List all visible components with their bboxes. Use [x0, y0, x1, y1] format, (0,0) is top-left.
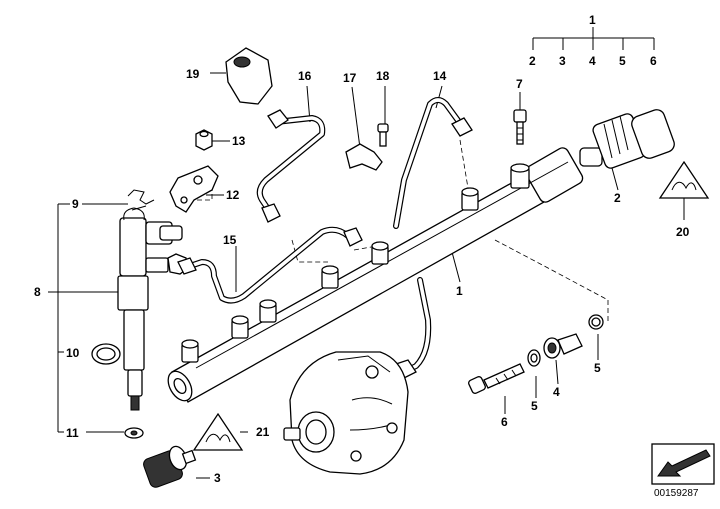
callout-16: 16: [298, 69, 312, 83]
callout-bracket-top: [532, 27, 655, 50]
callout-3-sensor: 3: [214, 471, 221, 485]
banjo-adapter: [543, 333, 583, 359]
callout-21: 21: [256, 425, 270, 439]
injector-clip: [127, 189, 155, 211]
fuel-injector: [117, 207, 189, 411]
rubber-cap: [225, 47, 273, 105]
callout-5-washer-lower: 5: [531, 399, 538, 413]
callout-2-bracket: 2: [529, 54, 536, 68]
callout-8: 8: [34, 285, 41, 299]
callout-1: 1: [589, 13, 596, 27]
callout-10: 10: [66, 346, 80, 360]
callout-3-bracket: 3: [559, 54, 566, 68]
callout-4-adapter: 4: [553, 385, 560, 399]
callout-labels: 1 1 2 2 3 3 4 4 5 5 5 6 6 7 8 9 10 11 12…: [34, 13, 690, 485]
fuel-line-14: [393, 97, 473, 229]
temperature-sensor: [143, 445, 197, 488]
fuel-line-16: [256, 109, 326, 223]
warning-triangle-icon: [658, 160, 710, 199]
sealing-washer: [527, 349, 541, 367]
callout-19: 19: [186, 67, 200, 81]
injector-bracket: [169, 165, 219, 213]
callout-14: 14: [433, 69, 447, 83]
callout-17: 17: [343, 71, 357, 85]
rail-ports: [181, 163, 530, 363]
callout-5-bracket: 5: [619, 54, 626, 68]
leader-lines: [196, 72, 685, 479]
warning-triangle-icon: [192, 412, 244, 451]
banjo-screw: [468, 363, 525, 394]
pressure-regulator: [579, 109, 675, 169]
callout-9: 9: [72, 197, 79, 211]
bracket-screw: [377, 123, 389, 147]
hex-nut: [195, 129, 213, 151]
line-bracket: [345, 143, 383, 171]
callout-4-bracket: 4: [589, 54, 596, 68]
high-pressure-pump: [283, 351, 409, 475]
callout-6-screw: 6: [501, 415, 508, 429]
callout-6-bracket: 6: [650, 54, 657, 68]
callout-18: 18: [376, 69, 390, 83]
callout-20: 20: [676, 225, 690, 239]
injector-washer: [124, 427, 144, 439]
callout-7: 7: [516, 77, 523, 91]
callout-15: 15: [223, 233, 237, 247]
image-reference: 00159287: [654, 488, 699, 499]
navigation-box: [651, 443, 715, 485]
sealing-washer: [588, 314, 604, 330]
fuel-line-pump: [395, 277, 432, 379]
callout-11: 11: [66, 426, 79, 440]
fuel-line-15: [177, 226, 363, 304]
seal-ring: [91, 343, 121, 365]
fuel-rail: [167, 147, 584, 403]
callout-1-rail: 1: [456, 284, 463, 298]
callout-2-regulator: 2: [614, 191, 621, 205]
navigation-arrow-icon: [657, 449, 711, 477]
callout-12: 12: [226, 188, 240, 202]
rail-bolt: [513, 109, 527, 145]
callout-13: 13: [232, 134, 246, 148]
callout-bracket-left: [48, 203, 128, 433]
callout-5-washer: 5: [594, 361, 601, 375]
